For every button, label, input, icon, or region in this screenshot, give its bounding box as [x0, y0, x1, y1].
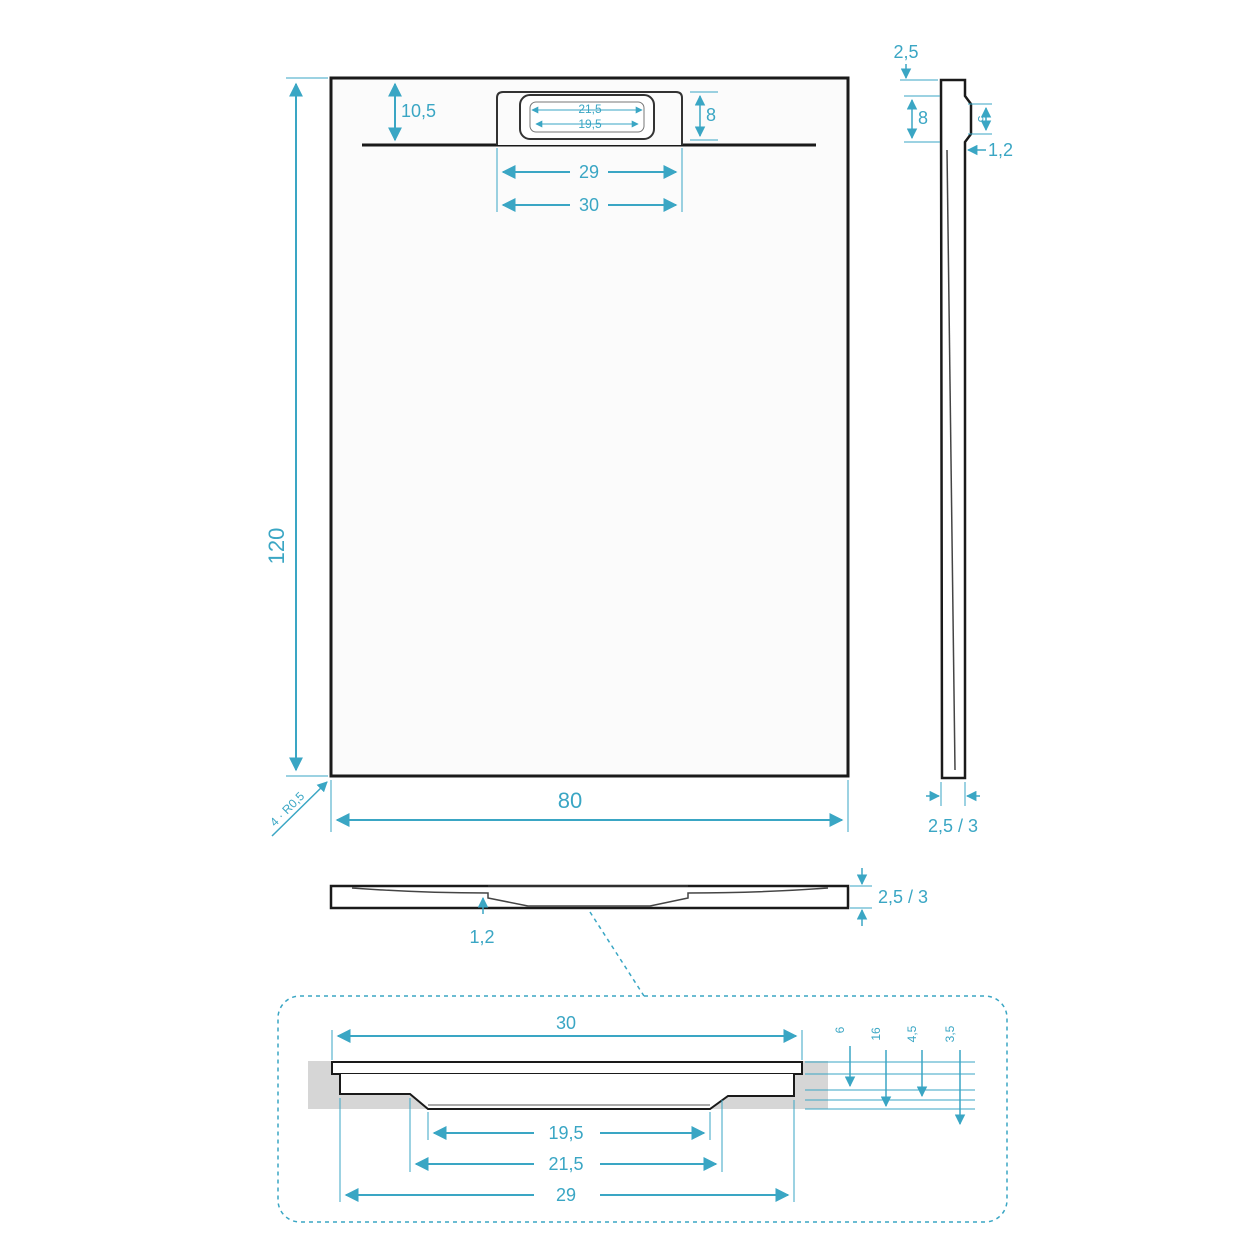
tray-outline — [329, 76, 850, 778]
dim-detail-6-label: 6 — [833, 1026, 847, 1033]
side-view: 2,5 8 5 1,2 2,5 / 3 — [893, 42, 1013, 836]
drain-grate-inner — [529, 101, 645, 133]
detail-frame — [277, 995, 1008, 1223]
dim-grate-30-label: 30 — [579, 195, 599, 215]
dim-grate-19-label: 19,5 — [578, 117, 602, 131]
dim-grate-21-label: 21,5 — [578, 102, 602, 116]
dim-detail-4-5-label: 4,5 — [905, 1025, 919, 1042]
dim-side-lip-label: 1,2 — [988, 140, 1013, 160]
dim-grate-29-label: 29 — [579, 162, 599, 182]
dim-side-thickness-label: 2,5 / 3 — [928, 816, 978, 836]
detail-leader — [589, 911, 645, 997]
dim-corner-line — [271, 781, 328, 837]
dim-grate-depth-label: 8 — [706, 105, 716, 125]
dim-detail-3-5-label: 3,5 — [943, 1025, 957, 1042]
dim-drain-offset-label: 10,5 — [401, 101, 436, 121]
side-profile — [939, 78, 973, 780]
dim-detail-30-label: 30 — [556, 1013, 576, 1033]
dim-detail-19-label: 19,5 — [548, 1123, 583, 1143]
dim-side-8-label: 8 — [918, 108, 928, 128]
top-view: 120 80 4 · R0,5 10,5 21,5 19,5 8 29 30 — [264, 76, 850, 837]
front-view: 1,2 2,5 / 3 — [329, 868, 928, 997]
dim-side-top-label: 2,5 — [893, 42, 918, 62]
detail-profile — [339, 1074, 795, 1110]
dim-front-thickness-label: 2,5 / 3 — [878, 887, 928, 907]
dim-detail-21-label: 21,5 — [548, 1154, 583, 1174]
dim-width-label: 80 — [558, 788, 582, 813]
front-profile — [329, 884, 850, 910]
detail-view: 30 19,5 21,5 29 6 16 4,5 3,5 — [277, 995, 1008, 1223]
dim-corner-label: 4 · R0,5 — [267, 789, 307, 829]
dim-detail-16-label: 16 — [869, 1027, 883, 1041]
dim-length-label: 120 — [264, 528, 289, 565]
dim-detail-29-label: 29 — [556, 1185, 576, 1205]
dim-front-lip-label: 1,2 — [469, 927, 494, 947]
drain-grate — [519, 94, 655, 140]
dim-side-5-label: 5 — [975, 116, 989, 123]
